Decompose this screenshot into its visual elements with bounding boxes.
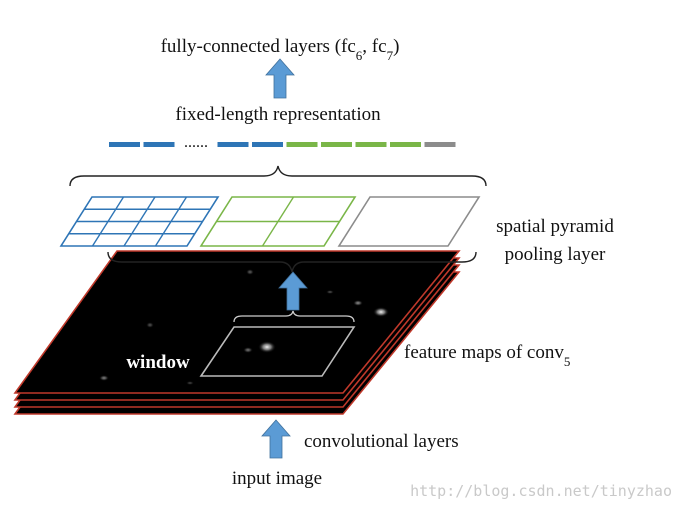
window-label: window [126,352,190,373]
pyramid-grid-1x1 [337,196,481,247]
feature-map-front [13,250,461,394]
watermark-text: http://blog.csdn.net/tinyzhao [410,482,672,500]
curly-brace-icon [107,251,477,273]
vector-segment-blue [109,142,140,147]
input-image-label: input image [232,468,322,489]
up-arrow-icon [265,58,295,99]
feature-maps-label: feature maps of conv5 [404,342,570,369]
vector-segment-gray [424,142,456,147]
feature-activations [99,269,389,385]
vector-segment-green [390,142,421,147]
vector-ellipsis: ...... [184,134,208,151]
vector-segment-green [321,142,352,147]
window-brace-icon [233,310,355,323]
fixed-length-label: fixed-length representation [175,104,381,125]
window-box [199,326,356,377]
up-arrow-icon [278,271,308,311]
up-arrow-icon [261,419,291,459]
vector-segment-green [286,142,318,147]
vector-segment-blue [217,142,249,147]
spatial-pyramid-bins [59,196,481,247]
pyramid-grid-4x4 [59,196,220,247]
conv-layers-label: convolutional layers [304,431,459,452]
curly-brace-icon [69,165,487,187]
spp-label-line1: spatial pyramid [496,216,614,237]
vector-segment-blue [252,142,283,147]
spp-label-line2: pooling layer [505,244,606,265]
feature-maps-stack [13,250,461,415]
vector-segment-green [355,142,387,147]
vector-segment-blue [143,142,175,147]
pyramid-grid-2x2 [199,196,357,247]
fixed-length-vector: ...... [109,134,456,151]
fc-layers-label: fully-connected layers (fc6, fc7) [161,36,400,63]
